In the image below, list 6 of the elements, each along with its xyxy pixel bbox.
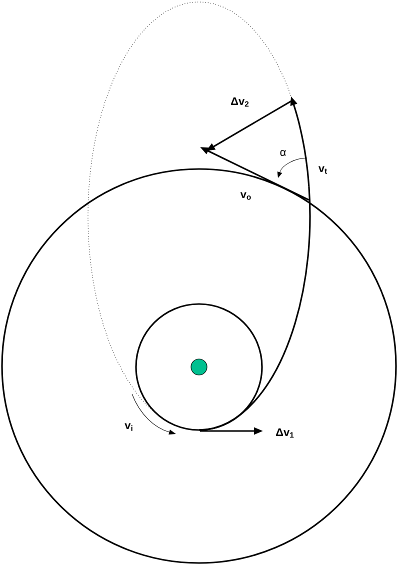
vector-label: v$_{t}$ [318,166,327,174]
vector-label: v$_{i}$ [124,423,132,431]
vector-label: v$_{o}$ [240,192,251,200]
vector-label: Δv$_{1}$ [276,428,294,438]
vector-label: α [280,150,286,156]
vector-label: Δv$_{2}$ [231,97,249,107]
